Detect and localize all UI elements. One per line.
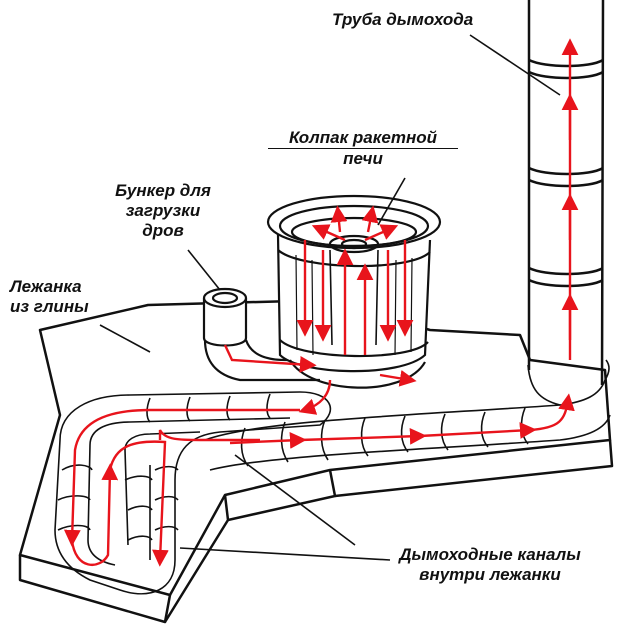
clay-bench — [18, 298, 614, 624]
bench-label-line2: из глины — [10, 297, 89, 316]
cap-label: Колпак ракетной печи — [268, 128, 458, 169]
hopper-label-line3: дров — [142, 221, 184, 240]
rocket-stove-cap — [266, 194, 442, 389]
leader-channels-b — [179, 547, 391, 561]
bench-label: Лежанка из глины — [10, 277, 89, 317]
leader-hopper — [187, 249, 221, 291]
channels-label-line1: Дымоходные каналы — [399, 545, 581, 564]
bench-flue-channels — [54, 359, 611, 595]
fuel-hopper — [202, 287, 320, 382]
chimney-pipe — [527, 0, 605, 386]
bench-label-line1: Лежанка — [10, 277, 82, 296]
leader-lines — [99, 34, 561, 561]
leader-channels-a — [234, 454, 356, 546]
channels-label: Дымоходные каналы внутри лежанки — [360, 545, 620, 585]
leader-cap — [377, 177, 406, 226]
cap-label-line2: печи — [343, 149, 383, 168]
chimney-pipe-label: Труба дымохода — [332, 10, 474, 29]
hopper-label-line1: Бункер для — [115, 181, 211, 200]
hopper-label-line2: загрузки — [125, 201, 201, 220]
channels-label-line2: внутри лежанки — [419, 565, 561, 584]
smoke-flow-arrows — [63, 38, 579, 567]
leader-bench — [99, 324, 151, 353]
hopper-label: Бункер для загрузки дров — [98, 181, 228, 241]
leader-chimney — [469, 34, 561, 96]
cap-label-line1: Колпак ракетной — [268, 128, 458, 149]
